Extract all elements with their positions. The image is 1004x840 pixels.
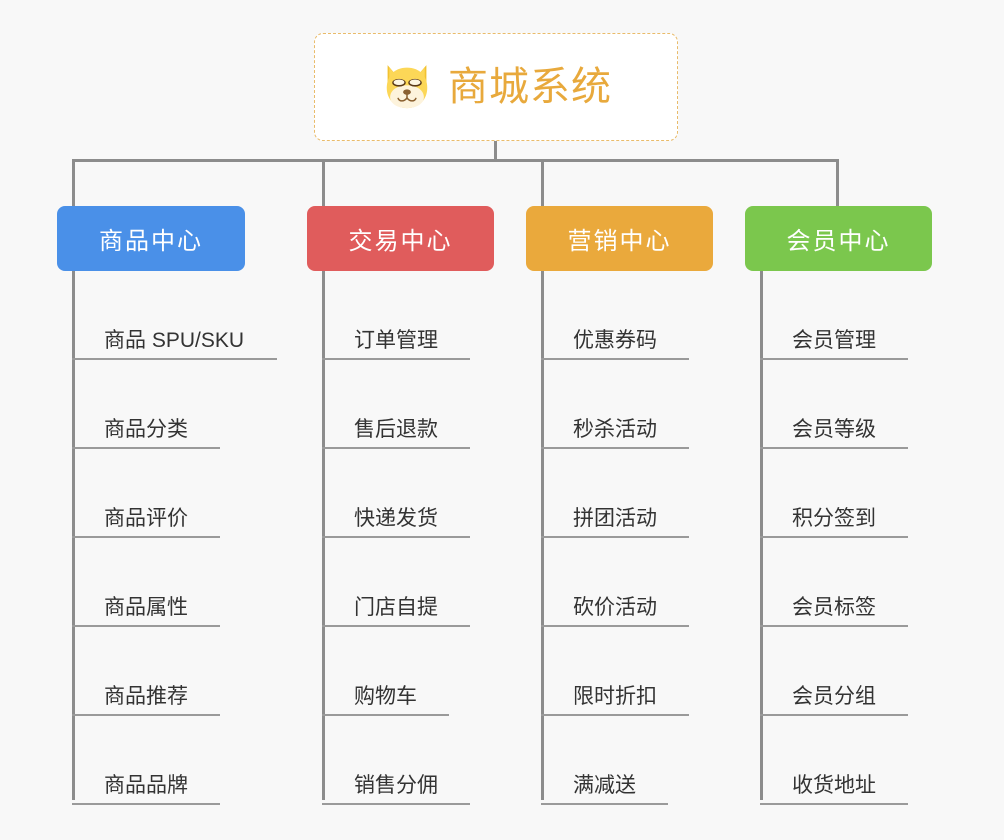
leaf-item[interactable]: 限时折扣 — [541, 627, 689, 716]
leaf-item-label: 优惠券码 — [573, 329, 657, 352]
leaf-item-underline — [72, 447, 220, 449]
leaf-item[interactable]: 商品推荐 — [72, 627, 244, 716]
connector-drop-1 — [72, 159, 75, 207]
leaf-item-underline — [72, 803, 220, 805]
branch-header-label: 交易中心 — [348, 228, 453, 255]
leaf-list: 商品 SPU/SKU 商品分类商品评价商品属性商品推荐商品品牌 — [72, 271, 277, 805]
leaf-item[interactable]: 门店自提 — [322, 538, 470, 627]
root-node[interactable]: 商城系统 — [314, 33, 678, 141]
shiba-dog-face-icon — [386, 65, 428, 109]
connector-horizontal-bar — [72, 159, 839, 162]
leaf-item[interactable]: 优惠券码 — [541, 271, 689, 360]
leaf-item[interactable]: 商品属性 — [72, 538, 244, 627]
leaf-item-underline — [541, 358, 689, 360]
leaf-item-label: 会员分组 — [792, 685, 876, 708]
leaf-item[interactable]: 满减送 — [541, 716, 668, 805]
column-spine — [760, 271, 763, 800]
leaf-item-label: 会员等级 — [792, 418, 876, 441]
connector-drop-2 — [322, 159, 325, 207]
branch-header-label: 会员中心 — [786, 228, 891, 255]
leaf-item-label: 购物车 — [354, 685, 417, 708]
branch-header-2[interactable]: 交易中心 — [307, 206, 494, 271]
leaf-item[interactable]: 快递发货 — [322, 449, 470, 538]
leaf-item-label: 订单管理 — [354, 329, 438, 352]
leaf-item-label: 会员标签 — [792, 596, 876, 619]
leaf-item-underline — [72, 714, 220, 716]
leaf-item-label: 秒杀活动 — [573, 418, 657, 441]
leaf-item-label: 商品品牌 — [104, 774, 188, 797]
leaf-item[interactable]: 会员等级 — [760, 360, 908, 449]
leaf-item-label: 销售分佣 — [354, 774, 438, 797]
connector-drop-3 — [541, 159, 544, 207]
column-spine — [541, 271, 544, 800]
leaf-item-underline — [72, 358, 277, 360]
leaf-list: 会员管理会员等级积分签到会员标签会员分组收货地址 — [760, 271, 908, 805]
branch-header-label: 营销中心 — [567, 228, 672, 255]
leaf-item[interactable]: 会员分组 — [760, 627, 908, 716]
leaf-item[interactable]: 商品品牌 — [72, 716, 244, 805]
leaf-item-label: 满减送 — [573, 774, 636, 797]
branch-header-3[interactable]: 营销中心 — [526, 206, 713, 271]
leaf-item[interactable]: 秒杀活动 — [541, 360, 689, 449]
leaf-item-label: 积分签到 — [792, 507, 876, 530]
leaf-item-underline — [322, 714, 449, 716]
leaf-item-underline — [72, 536, 220, 538]
column-spine — [72, 271, 75, 800]
leaf-item[interactable]: 售后退款 — [322, 360, 470, 449]
leaf-item-underline — [72, 625, 220, 627]
leaf-item-label: 快递发货 — [354, 507, 438, 530]
branch-header-label: 商品中心 — [99, 228, 203, 255]
leaf-item-underline — [760, 803, 908, 805]
leaf-item-underline — [760, 625, 908, 627]
leaf-item[interactable]: 会员标签 — [760, 538, 908, 627]
leaf-item-underline — [541, 803, 668, 805]
branch-header-4[interactable]: 会员中心 — [745, 206, 932, 271]
leaf-item-label: 限时折扣 — [573, 685, 657, 708]
connector-stem — [494, 141, 497, 162]
leaf-item-label: 商品评价 — [104, 507, 188, 530]
leaf-item[interactable]: 会员管理 — [760, 271, 908, 360]
leaf-item-label: 商品分类 — [104, 418, 188, 441]
leaf-item-underline — [541, 447, 689, 449]
leaf-item-underline — [541, 625, 689, 627]
leaf-item[interactable]: 商品评价 — [72, 449, 244, 538]
leaf-list: 优惠券码秒杀活动拼团活动砍价活动限时折扣满减送 — [541, 271, 689, 805]
connector-drop-4 — [836, 159, 839, 207]
leaf-list: 订单管理售后退款快递发货门店自提购物车销售分佣 — [322, 271, 470, 805]
leaf-item[interactable]: 收货地址 — [760, 716, 908, 805]
leaf-item[interactable]: 销售分佣 — [322, 716, 470, 805]
leaf-item-underline — [760, 447, 908, 449]
leaf-item-underline — [541, 714, 689, 716]
leaf-item[interactable]: 商品 SPU/SKU — [72, 271, 277, 360]
leaf-item-label: 收货地址 — [792, 774, 876, 797]
leaf-item-label: 商品属性 — [104, 596, 188, 619]
leaf-item-underline — [322, 536, 470, 538]
leaf-item-label: 商品 SPU/SKU — [104, 329, 245, 352]
leaf-item-underline — [541, 536, 689, 538]
leaf-item-label: 门店自提 — [354, 596, 438, 619]
leaf-item[interactable]: 商品分类 — [72, 360, 244, 449]
leaf-item-label: 商品推荐 — [104, 685, 188, 708]
leaf-item-underline — [322, 358, 470, 360]
leaf-item-underline — [760, 358, 908, 360]
leaf-item[interactable]: 拼团活动 — [541, 449, 689, 538]
leaf-item-label: 拼团活动 — [573, 507, 657, 530]
leaf-item[interactable]: 购物车 — [322, 627, 449, 716]
leaf-item-label: 会员管理 — [792, 329, 876, 352]
leaf-item-underline — [760, 714, 908, 716]
leaf-item-label: 售后退款 — [354, 418, 438, 441]
leaf-item-label: 砍价活动 — [573, 596, 657, 619]
branch-header-1[interactable]: 商品中心 — [57, 206, 245, 271]
leaf-item[interactable]: 积分签到 — [760, 449, 908, 538]
leaf-item[interactable]: 订单管理 — [322, 271, 470, 360]
column-spine — [322, 271, 325, 800]
leaf-item-underline — [322, 625, 470, 627]
leaf-item-underline — [760, 536, 908, 538]
root-title: 商城系统 — [448, 65, 612, 109]
leaf-item-underline — [322, 447, 470, 449]
leaf-item-underline — [322, 803, 470, 805]
leaf-item[interactable]: 砍价活动 — [541, 538, 689, 627]
